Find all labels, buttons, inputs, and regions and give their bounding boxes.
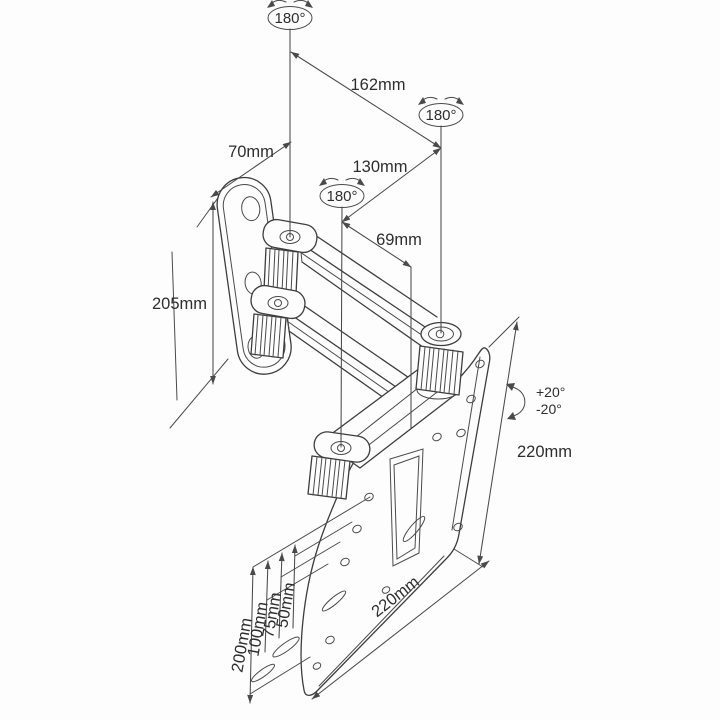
rotation-badge-wall-joint: 180°: [267, 0, 313, 30]
dimension-70: 70mm: [210, 141, 292, 198]
plate-slot: [272, 636, 300, 658]
label-162mm: 162mm: [350, 76, 405, 94]
label-tilt-down: -20°: [536, 401, 562, 417]
dimension-162: 162mm: [290, 51, 442, 149]
rotation-badge-elbow-joint: 180°: [418, 96, 464, 127]
label-69mm: 69mm: [376, 231, 422, 249]
upper-arm: [299, 226, 438, 353]
label-swivel-elbow: 180°: [425, 107, 456, 124]
wall-hinge-lower: [250, 284, 306, 359]
tilt-indicator: +20° -20°: [506, 383, 565, 420]
plate-pivot-joint: [307, 431, 371, 500]
label-tilt-up: +20°: [536, 384, 565, 400]
plate-slot: [402, 515, 426, 543]
label-swivel-wall: 180°: [274, 10, 305, 27]
label-70mm: 70mm: [228, 143, 274, 161]
label-swivel-plate: 180°: [326, 188, 357, 205]
dimension-130: 130mm: [341, 147, 442, 223]
dimension-205: 205mm: [152, 201, 216, 385]
tv-plate: [250, 347, 491, 697]
dimension-69: 69mm: [341, 221, 422, 429]
elbow-joint: [415, 321, 464, 400]
rotation-badge-plate-joint: 180°: [319, 177, 365, 208]
label-220mm-height: 220mm: [517, 443, 572, 461]
elbow-knob-screw: [435, 329, 445, 339]
wall-pivot-screw-lower: [274, 299, 282, 307]
label-130mm: 130mm: [352, 158, 407, 176]
label-205mm: 205mm: [152, 295, 207, 313]
plate-center-cutout: [389, 448, 424, 567]
